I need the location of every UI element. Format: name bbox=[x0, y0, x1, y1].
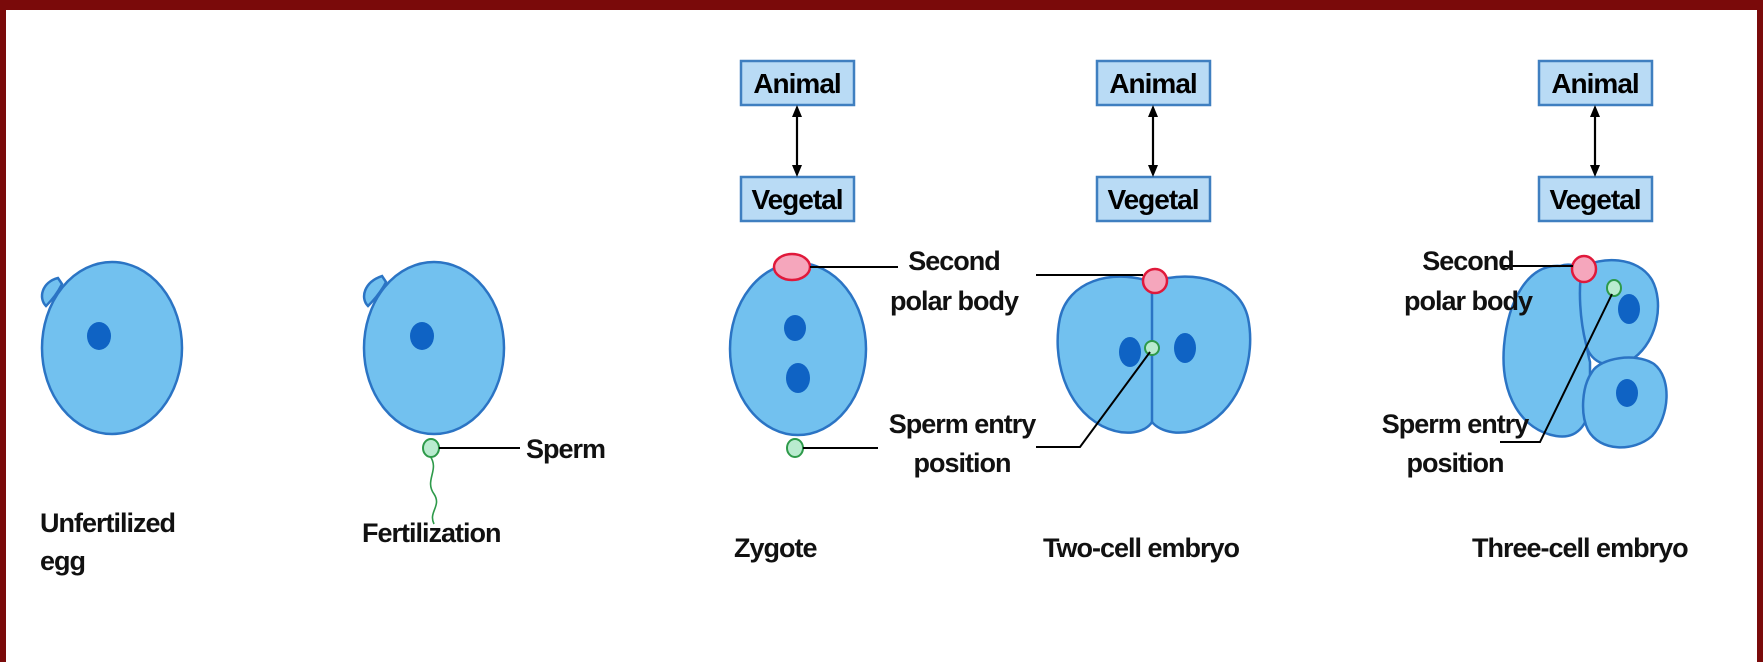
label-second-polar-body-line1: Second bbox=[908, 246, 1000, 276]
sperm-entry-marker bbox=[1607, 280, 1621, 296]
arrow-head-down bbox=[1148, 165, 1158, 177]
sperm-head bbox=[423, 439, 439, 457]
label-sperm-entry-line1: Sperm entry bbox=[1382, 409, 1530, 439]
three-cell-stage: Animal Vegetal Second polar body Sperm e… bbox=[1382, 61, 1688, 563]
second-polar-body bbox=[774, 254, 810, 280]
arrow-head-up bbox=[1148, 105, 1158, 117]
unfertilized-egg: Unfertilized egg bbox=[40, 262, 182, 576]
arrow-head-down bbox=[792, 165, 802, 177]
label-sperm: Sperm bbox=[526, 434, 605, 464]
nucleus bbox=[1618, 294, 1640, 324]
two-cell-stage: Animal Vegetal Two-cell embryo bbox=[1036, 61, 1250, 563]
caption-unfertilized-line2: egg bbox=[40, 546, 85, 576]
label-sperm-entry-line2: position bbox=[1407, 448, 1504, 478]
label-sperm-entry-line2: position bbox=[914, 448, 1011, 478]
animal-label: Animal bbox=[1109, 68, 1196, 99]
label-sperm-entry-line1: Sperm entry bbox=[889, 409, 1037, 439]
nucleus bbox=[784, 315, 806, 341]
caption-unfertilized-line1: Unfertilized bbox=[40, 508, 175, 538]
vegetal-label: Vegetal bbox=[751, 184, 842, 215]
label-second-polar-body-line2: polar body bbox=[1404, 286, 1533, 316]
nucleus bbox=[1616, 379, 1638, 407]
nucleus bbox=[87, 322, 111, 350]
sperm-tail bbox=[430, 456, 437, 524]
caption-fertilization: Fertilization bbox=[362, 518, 501, 548]
second-polar-body bbox=[1143, 269, 1167, 293]
nucleus bbox=[1174, 333, 1196, 363]
sperm-entry-marker bbox=[787, 439, 803, 457]
egg-cell bbox=[364, 262, 504, 434]
caption-two-cell: Two-cell embryo bbox=[1043, 533, 1240, 563]
fertilization-stage: Sperm Fertilization bbox=[362, 262, 605, 548]
animal-label: Animal bbox=[753, 68, 840, 99]
arrow-head-up bbox=[792, 105, 802, 117]
caption-three-cell: Three-cell embryo bbox=[1472, 533, 1688, 563]
second-polar-body bbox=[1572, 256, 1596, 282]
caption-zygote: Zygote bbox=[734, 533, 817, 563]
egg-cell bbox=[42, 262, 182, 434]
arrow-head-up bbox=[1590, 105, 1600, 117]
nucleus bbox=[1119, 337, 1141, 367]
vegetal-label: Vegetal bbox=[1107, 184, 1198, 215]
sperm-entry-marker bbox=[1145, 341, 1159, 355]
nucleus bbox=[786, 363, 810, 393]
vegetal-label: Vegetal bbox=[1549, 184, 1640, 215]
label-second-polar-body-line2: polar body bbox=[890, 286, 1019, 316]
nucleus bbox=[410, 322, 434, 350]
zygote-cell bbox=[730, 263, 866, 435]
arrow-head-down bbox=[1590, 165, 1600, 177]
animal-label: Animal bbox=[1551, 68, 1638, 99]
zygote-stage: Animal Vegetal Zygote bbox=[730, 61, 898, 563]
label-second-polar-body-line1: Second bbox=[1422, 246, 1514, 276]
